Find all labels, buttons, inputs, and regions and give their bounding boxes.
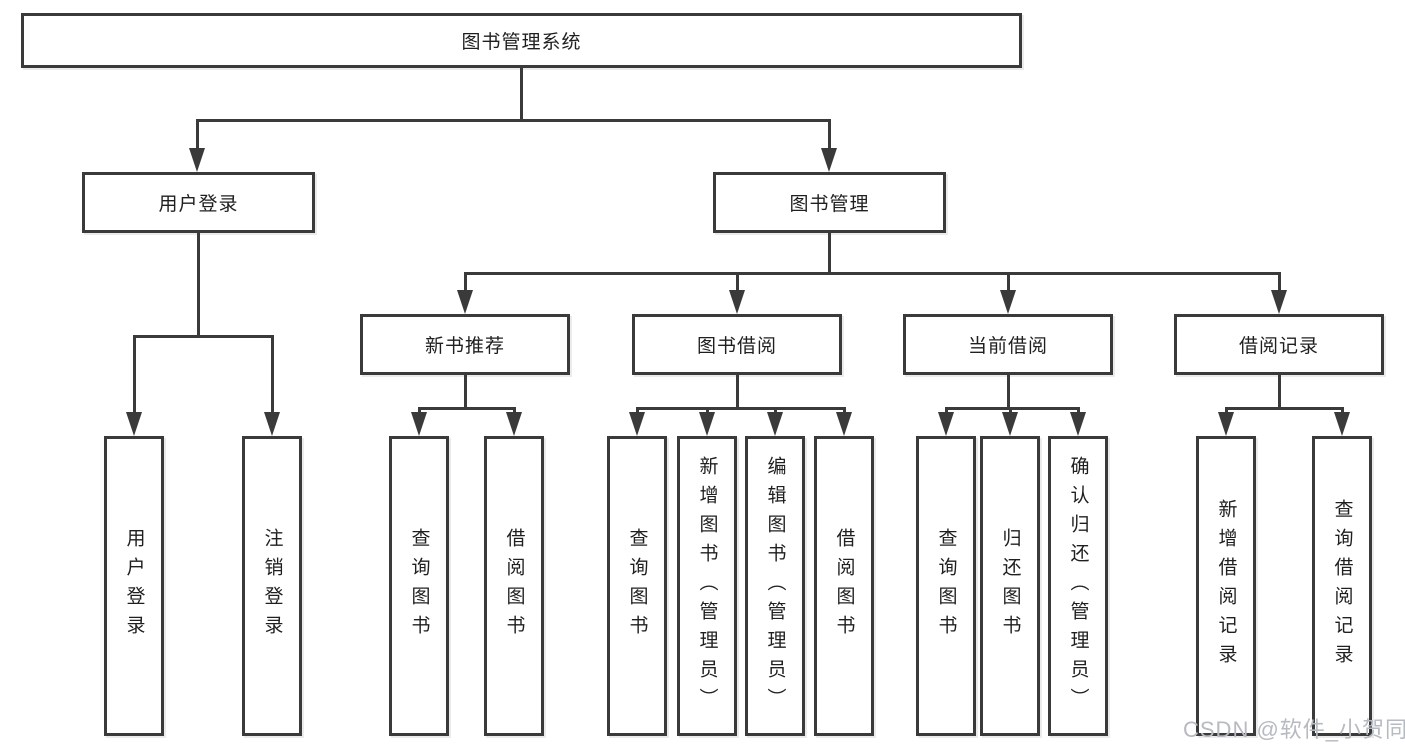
arrow-down-icon [836, 412, 852, 436]
node-root-label: 图书管理系统 [461, 32, 582, 53]
node-leaf-add-borrow-record: 新增借阅记录 [1196, 436, 1256, 736]
arrow-down-icon [189, 148, 205, 172]
node-book-management-label: 图书管理 [789, 194, 870, 215]
node-leaf-add-books-admin: 新增图书（管理员） [677, 436, 737, 736]
connector-hline [465, 272, 1281, 275]
node-user-login-label: 用户登录 [158, 194, 239, 215]
connector-vline [843, 407, 846, 415]
node-leaf-add-borrow-record-label: 新增借阅记录 [1215, 499, 1237, 673]
node-new-book-recommend: 新书推荐 [360, 314, 570, 375]
connector-vline [1278, 375, 1281, 409]
arrow-down-icon [126, 412, 142, 436]
connector-vline [1007, 272, 1010, 292]
connector-vline [196, 119, 199, 150]
arrow-down-icon [411, 412, 427, 436]
arrow-down-icon [1002, 412, 1018, 436]
connector-hline [946, 407, 1079, 410]
node-leaf-confirm-return-admin-label: 确认归还（管理员） [1067, 455, 1089, 717]
node-leaf-query-borrow-record: 查询借阅记录 [1312, 436, 1372, 736]
node-book-borrow: 图书借阅 [632, 314, 842, 375]
node-current-borrow-label: 当前借阅 [967, 336, 1048, 357]
connector-vline [736, 272, 739, 292]
node-user-login: 用户登录 [82, 172, 315, 233]
node-book-borrow-label: 图书借阅 [696, 336, 777, 357]
connector-vline [1009, 407, 1012, 415]
connector-vline [1278, 272, 1281, 292]
connector-vline [464, 375, 467, 409]
node-leaf-borrow-books-label: 借阅图书 [833, 528, 855, 644]
node-leaf-logout-label: 注销登录 [261, 528, 283, 644]
node-leaf-query-borrow-record-label: 查询借阅记录 [1331, 499, 1353, 673]
connector-vline [945, 407, 948, 415]
connector-vline [520, 68, 523, 121]
connector-vline [1341, 407, 1344, 415]
connector-vline [736, 375, 739, 409]
node-leaf-query-books-borrow-label: 查询图书 [626, 528, 648, 644]
node-leaf-query-books-current-label: 查询图书 [935, 528, 957, 644]
connector-hline [134, 335, 273, 338]
node-leaf-query-books-borrow: 查询图书 [607, 436, 667, 736]
arrow-down-icon [506, 412, 522, 436]
arrow-down-icon [629, 412, 645, 436]
connector-vline [197, 233, 200, 337]
arrow-down-icon [821, 148, 837, 172]
node-leaf-borrow-books: 借阅图书 [814, 436, 874, 736]
node-leaf-borrow-books-recommend-label: 借阅图书 [503, 528, 525, 644]
arrow-down-icon [767, 412, 783, 436]
arrow-down-icon [1218, 412, 1234, 436]
node-leaf-return-books: 归还图书 [980, 436, 1040, 736]
connector-hline [637, 407, 845, 410]
node-leaf-confirm-return-admin: 确认归还（管理员） [1048, 436, 1108, 736]
arrow-down-icon [938, 412, 954, 436]
arrow-down-icon [729, 290, 745, 314]
connector-hline [1226, 407, 1343, 410]
arrow-down-icon [1271, 290, 1287, 314]
arrow-down-icon [1070, 412, 1086, 436]
node-leaf-user-login-label: 用户登录 [123, 528, 145, 644]
node-root: 图书管理系统 [21, 13, 1022, 68]
arrow-down-icon [264, 412, 280, 436]
node-borrow-records-label: 借阅记录 [1238, 336, 1319, 357]
node-leaf-return-books-label: 归还图书 [999, 528, 1021, 644]
connector-vline [271, 335, 274, 414]
connector-vline [828, 119, 831, 150]
arrow-down-icon [1000, 290, 1016, 314]
node-leaf-query-books-current: 查询图书 [916, 436, 976, 736]
node-leaf-query-books-recommend-label: 查询图书 [408, 528, 430, 644]
node-leaf-add-books-admin-label: 新增图书（管理员） [696, 455, 718, 717]
arrow-down-icon [1334, 412, 1350, 436]
node-leaf-logout: 注销登录 [242, 436, 302, 736]
node-current-borrow: 当前借阅 [903, 314, 1113, 375]
connector-vline [636, 407, 639, 415]
arrow-down-icon [699, 412, 715, 436]
arrow-down-icon [457, 290, 473, 314]
connector-vline [1007, 375, 1010, 409]
connector-vline [464, 272, 467, 292]
connector-hline [197, 119, 831, 122]
connector-vline [133, 335, 136, 414]
connector-vline [418, 407, 421, 415]
connector-vline [1077, 407, 1080, 415]
connector-vline [706, 407, 709, 415]
node-leaf-user-login: 用户登录 [104, 436, 164, 736]
connector-vline [828, 233, 831, 274]
connector-vline [1225, 407, 1228, 415]
node-leaf-edit-books-admin-label: 编辑图书（管理员） [764, 455, 786, 717]
node-leaf-edit-books-admin: 编辑图书（管理员） [745, 436, 805, 736]
node-new-book-recommend-label: 新书推荐 [424, 336, 505, 357]
connector-vline [774, 407, 777, 415]
connector-hline [419, 407, 515, 410]
connector-vline [513, 407, 516, 415]
node-leaf-query-books-recommend: 查询图书 [389, 436, 449, 736]
node-borrow-records: 借阅记录 [1174, 314, 1384, 375]
node-book-management: 图书管理 [713, 172, 946, 233]
node-leaf-borrow-books-recommend: 借阅图书 [484, 436, 544, 736]
csdn-watermark: CSDN @软件_小贺同学 [1183, 717, 1405, 742]
